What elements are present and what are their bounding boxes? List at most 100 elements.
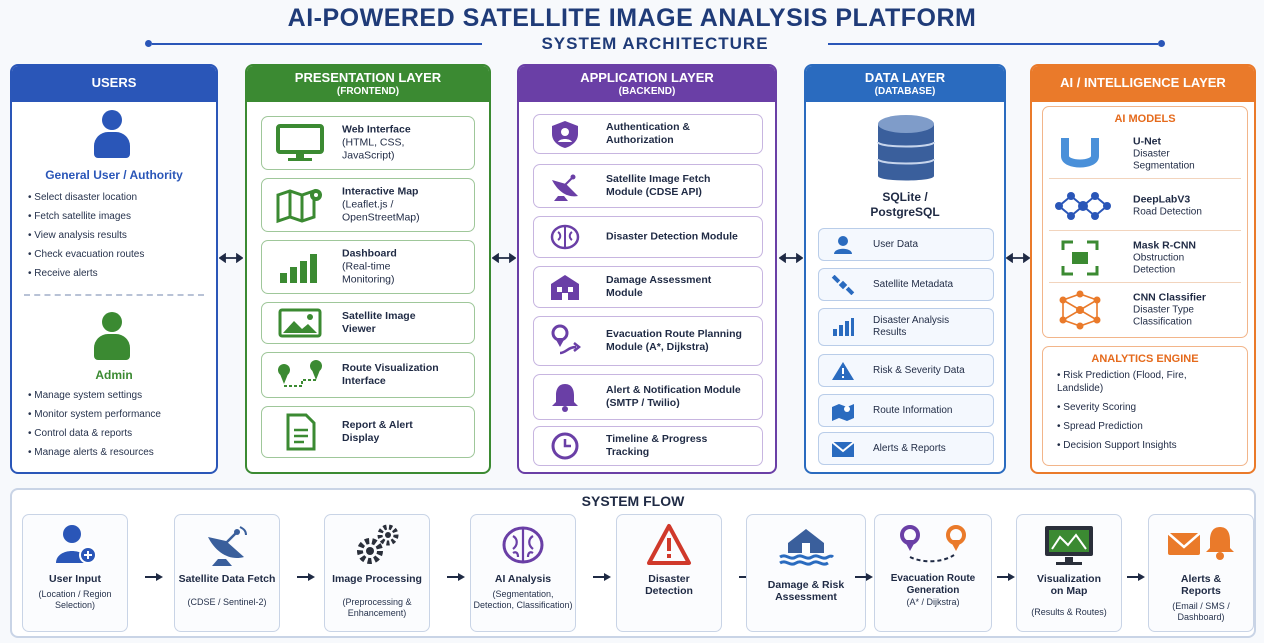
page-title: AI-POWERED SATELLITE IMAGE ANALYSIS PLAT… xyxy=(287,4,977,32)
satellite-icon xyxy=(831,274,855,295)
flow-arrow xyxy=(593,573,611,581)
list-item: Spread Prediction xyxy=(1057,420,1227,433)
flow-step-damage-risk: Damage & Risk Assessment xyxy=(746,514,866,632)
presentation-heading: PRESENTATION LAYER (FRONTEND) xyxy=(247,66,489,102)
flow-arrow xyxy=(297,573,315,581)
route-icon xyxy=(278,360,322,387)
data-item-route-info: Route Information xyxy=(818,394,994,427)
network-icon xyxy=(1055,191,1111,220)
list-item: Manage alerts & resources xyxy=(28,443,161,462)
flow-step-alerts-reports: Alerts & Reports (Email / SMS / Dashboar… xyxy=(1148,514,1254,632)
user-icon xyxy=(834,235,852,254)
flow-step-evacuation-route: Evacuation Route Generation (A* / Dijkst… xyxy=(874,514,992,632)
flow-arrow xyxy=(447,573,465,581)
satellite-dish-icon xyxy=(552,174,578,201)
data-item-label: Disaster Analysis Results xyxy=(873,315,950,338)
analytics-engine-box: ANALYTICS ENGINE Risk Prediction (Flood,… xyxy=(1042,346,1248,466)
mail-bell-icon xyxy=(1167,527,1234,560)
list-item: Select disaster location xyxy=(28,188,144,207)
model-name: CNN Classifier xyxy=(1133,291,1206,304)
flow-arrow xyxy=(855,573,873,581)
subtitle-line-right xyxy=(828,43,1158,45)
data-item-alerts-reports: Alerts & Reports xyxy=(818,432,994,465)
web-interface-card: Web Interface(HTML, CSS, JavaScript) xyxy=(261,116,475,170)
route-pin-icon xyxy=(551,324,582,355)
presentation-layer-panel: PRESENTATION LAYER (FRONTEND) Web Interf… xyxy=(245,64,491,474)
flow-step-sub: (CDSE / Sentinel-2) xyxy=(187,597,267,607)
data-layer-panel: DATA LAYER (DATABASE) SQLite / PostgreSQ… xyxy=(804,64,1006,474)
model-name: U-Net xyxy=(1133,135,1161,147)
model-desc: Obstruction Detection xyxy=(1133,252,1185,275)
data-item-label: Risk & Severity Data xyxy=(873,364,965,376)
disaster-detection-module-card: Disaster Detection Module xyxy=(533,216,763,258)
unet-icon xyxy=(1061,137,1099,167)
clock-icon xyxy=(551,432,579,460)
warning-icon xyxy=(832,361,854,380)
card-detail: Viewer xyxy=(342,323,376,335)
dashboard-card: Dashboard(Real-time Monitoring) xyxy=(261,240,475,294)
map-monitor-icon xyxy=(1045,526,1093,565)
users-panel: USERS General User / Authority Select di… xyxy=(10,64,218,474)
application-title: APPLICATION LAYER xyxy=(580,70,714,85)
brain-icon xyxy=(502,526,544,564)
list-item: Severity Scoring xyxy=(1057,401,1227,414)
list-item: Risk Prediction (Flood, Fire, Landslide) xyxy=(1057,369,1227,395)
flow-step-label: Visualization on Map xyxy=(1037,573,1101,597)
module-label: Damage Assessment Module xyxy=(606,274,712,299)
card-title: Dashboard xyxy=(342,247,397,260)
list-item: Control data & reports xyxy=(28,424,161,443)
data-heading: DATA LAYER (DATABASE) xyxy=(806,66,1004,102)
card-title: Report & Alert xyxy=(342,419,413,431)
subtitle-row: SYSTEM ARCHITECTURE xyxy=(145,34,1165,54)
gears-icon xyxy=(357,524,399,564)
bars-icon xyxy=(833,318,854,336)
evacuation-route-module-card: Evacuation Route Planning Module (A*, Di… xyxy=(533,316,763,366)
page-subtitle: SYSTEM ARCHITECTURE xyxy=(541,34,769,53)
flow-step-label: Alerts & Reports xyxy=(1180,573,1222,597)
general-user-role: General User / Authority xyxy=(45,168,183,182)
flow-step-label: Damage & Risk Assessment xyxy=(767,579,845,603)
flow-step-label: Image Processing xyxy=(332,573,422,585)
timeline-tracking-module-card: Timeline & Progress Tracking xyxy=(533,426,763,466)
shield-user-icon xyxy=(552,121,578,148)
data-item-risk-severity: Risk & Severity Data xyxy=(818,354,994,387)
model-name: DeepLabV3 xyxy=(1133,193,1191,205)
flow-step-sub: (Segmentation, Detection, Classification… xyxy=(473,589,573,610)
subtitle-dot-left xyxy=(145,40,152,47)
list-item: Check evacuation routes xyxy=(28,245,144,264)
flow-step-label: Evacuation Route Generation xyxy=(890,573,976,596)
flow-arrow xyxy=(145,573,163,581)
flow-step-satellite-fetch: Satellite Data Fetch (CDSE / Sentinel-2) xyxy=(174,514,280,632)
flow-step-sub: (A* / Dijkstra) xyxy=(906,597,960,607)
flow-step-user-input: User Input (Location / Region Selection) xyxy=(22,514,128,632)
data-item-label: Alerts & Reports xyxy=(873,442,946,454)
flow-step-sub: (Email / SMS / Dashboard) xyxy=(1172,601,1230,622)
model-desc: Disaster Segmentation xyxy=(1133,148,1195,171)
data-item-analysis-results: Disaster Analysis Results xyxy=(818,308,994,346)
list-item: Fetch satellite images xyxy=(28,207,144,226)
card-detail: (Real-time Monitoring) xyxy=(342,260,395,286)
presentation-subtitle: (FRONTEND) xyxy=(336,86,400,97)
map-icon xyxy=(276,188,322,224)
flow-title: SYSTEM FLOW xyxy=(581,493,685,509)
data-title: DATA LAYER xyxy=(864,70,946,85)
list-item: Manage system settings xyxy=(28,386,161,405)
card-title: Satellite Image xyxy=(342,310,416,322)
route-map-icon xyxy=(832,403,854,421)
image-icon xyxy=(278,308,322,338)
flow-step-sub: (Results & Routes) xyxy=(1031,607,1107,617)
data-item-user-data: User Data xyxy=(818,228,994,261)
database-name: SQLite / PostgreSQL xyxy=(870,190,940,219)
flow-step-visualization: Visualization on Map (Results & Routes) xyxy=(1016,514,1122,632)
bar-chart-icon xyxy=(280,254,317,283)
neural-net-icon xyxy=(1059,290,1101,330)
auth-module-card: Authentication & Authorization xyxy=(533,114,763,154)
ai-models-title: AI MODELS xyxy=(1114,113,1176,125)
bidirectional-arrow xyxy=(779,253,803,263)
